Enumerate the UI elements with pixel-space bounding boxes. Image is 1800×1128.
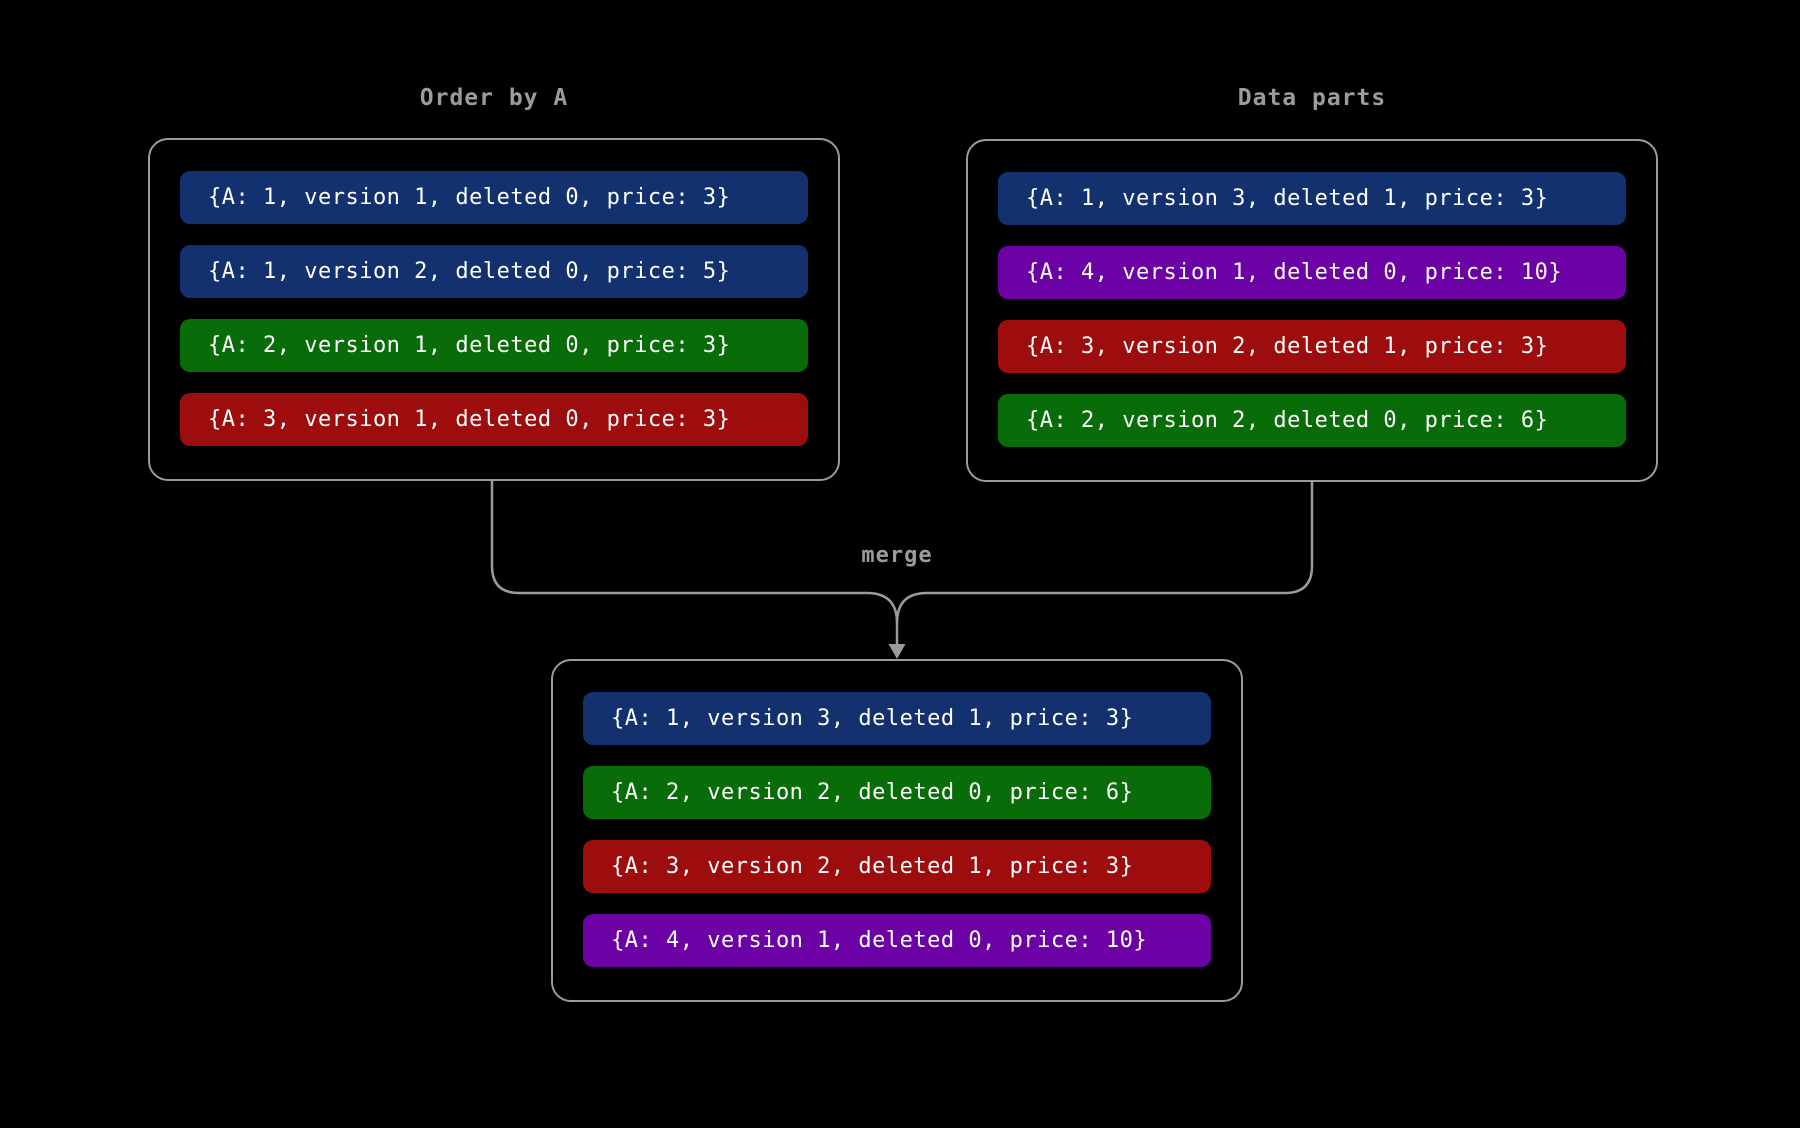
- data-row: {A: 4, version 1, deleted 0, price: 10}: [583, 914, 1211, 967]
- data-row: {A: 3, version 2, deleted 1, price: 3}: [583, 840, 1211, 893]
- row-text: {A: 2, version 1, deleted 0, price: 3}: [208, 333, 731, 358]
- data-row: {A: 1, version 1, deleted 0, price: 3}: [180, 171, 808, 224]
- left-panel-title: Order by A: [419, 85, 569, 111]
- row-text: {A: 3, version 2, deleted 1, price: 3}: [611, 854, 1134, 879]
- arrow-head-icon: [888, 644, 906, 659]
- data-row: {A: 3, version 2, deleted 1, price: 3}: [998, 320, 1626, 373]
- row-text: {A: 1, version 3, deleted 1, price: 3}: [1026, 186, 1549, 211]
- data-row: {A: 1, version 3, deleted 1, price: 3}: [583, 692, 1211, 745]
- row-text: {A: 3, version 2, deleted 1, price: 3}: [1026, 334, 1549, 359]
- data-row: {A: 3, version 1, deleted 0, price: 3}: [180, 393, 808, 446]
- order-by-a-panel: {A: 1, version 1, deleted 0, price: 3} {…: [148, 138, 840, 481]
- data-parts-panel: {A: 1, version 3, deleted 1, price: 3} {…: [966, 139, 1658, 482]
- data-row: {A: 4, version 1, deleted 0, price: 10}: [998, 246, 1626, 299]
- merged-result-panel: {A: 1, version 3, deleted 1, price: 3} {…: [551, 659, 1243, 1002]
- data-row: {A: 2, version 2, deleted 0, price: 6}: [998, 394, 1626, 447]
- data-row: {A: 2, version 2, deleted 0, price: 6}: [583, 766, 1211, 819]
- row-text: {A: 2, version 2, deleted 0, price: 6}: [1026, 408, 1549, 433]
- data-row: {A: 1, version 2, deleted 0, price: 5}: [180, 245, 808, 298]
- row-text: {A: 1, version 2, deleted 0, price: 5}: [208, 259, 731, 284]
- row-text: {A: 4, version 1, deleted 0, price: 10}: [611, 928, 1148, 953]
- row-text: {A: 2, version 2, deleted 0, price: 6}: [611, 780, 1134, 805]
- row-text: {A: 4, version 1, deleted 0, price: 10}: [1026, 260, 1563, 285]
- right-panel-title: Data parts: [1237, 85, 1387, 111]
- row-text: {A: 1, version 1, deleted 0, price: 3}: [208, 185, 731, 210]
- row-text: {A: 3, version 1, deleted 0, price: 3}: [208, 407, 731, 432]
- merge-label: merge: [861, 543, 933, 568]
- data-row: {A: 1, version 3, deleted 1, price: 3}: [998, 172, 1626, 225]
- data-row: {A: 2, version 1, deleted 0, price: 3}: [180, 319, 808, 372]
- row-text: {A: 1, version 3, deleted 1, price: 3}: [611, 706, 1134, 731]
